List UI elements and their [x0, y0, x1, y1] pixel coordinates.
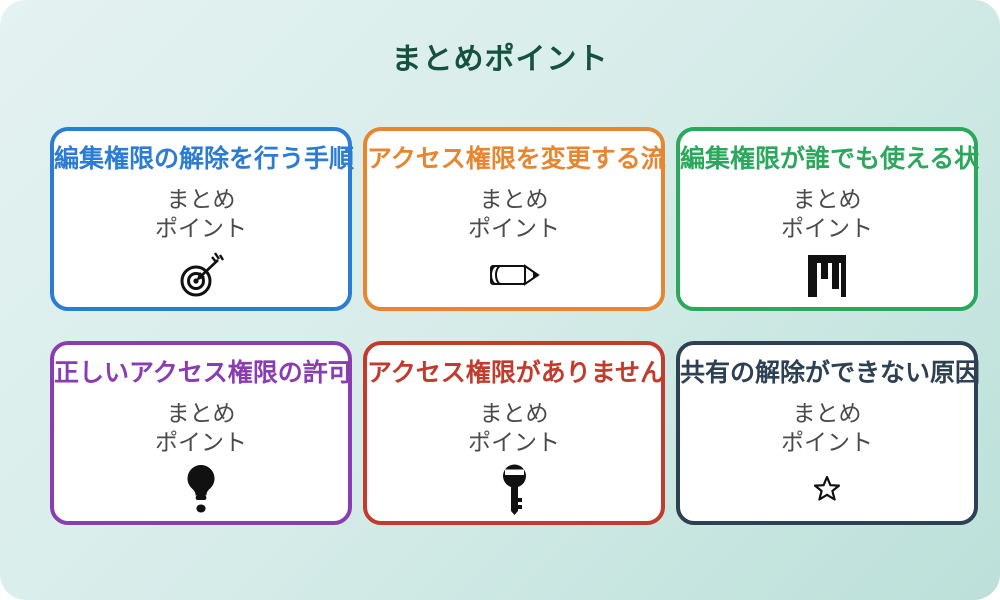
star-icon	[680, 463, 974, 515]
summary-card-correct-access: 正しいアクセス権限の許可 まとめ ポイント	[50, 341, 353, 525]
target-icon	[54, 249, 348, 301]
lightbulb-icon	[54, 463, 348, 515]
summary-card-change-access: アクセス権限を変更する流 まとめ ポイント	[363, 127, 666, 311]
card-subtitle: まとめ ポイント	[155, 187, 247, 242]
card-grid: 編集権限の解除を行う手順 まとめ ポイント アクセス権限	[50, 127, 981, 525]
summary-card-cannot-unshare: 共有の解除ができない原因 まとめ ポイント	[676, 341, 981, 525]
key-icon	[367, 463, 661, 515]
card-subtitle: まとめ ポイント	[468, 187, 560, 242]
summary-card-anyone-can-edit: 編集権限が誰でも使える状 まとめ ポイント	[676, 127, 980, 311]
pencil-icon	[367, 249, 661, 301]
summary-card-no-access: アクセス権限がありません まとめ ポイント	[363, 341, 665, 525]
card-title: 共有の解除ができない原因	[680, 358, 981, 387]
card-subtitle: まとめ ポイント	[781, 187, 873, 242]
card-title: 編集権限の解除を行う手順	[54, 144, 355, 173]
card-title: 正しいアクセス権限の許可	[54, 358, 353, 387]
card-title: アクセス権限がありません	[367, 358, 666, 387]
card-subtitle: まとめ ポイント	[781, 401, 873, 456]
card-title: 編集権限が誰でも使える状	[680, 144, 980, 173]
card-title: アクセス権限を変更する流	[367, 144, 666, 173]
summary-card-edit-permission-steps: 編集権限の解除を行う手順 まとめ ポイント	[50, 127, 355, 311]
page-title: まとめポイント	[391, 42, 609, 77]
bar-chart-icon	[680, 249, 974, 301]
card-subtitle: まとめ ポイント	[155, 401, 247, 456]
card-subtitle: まとめ ポイント	[468, 401, 560, 456]
